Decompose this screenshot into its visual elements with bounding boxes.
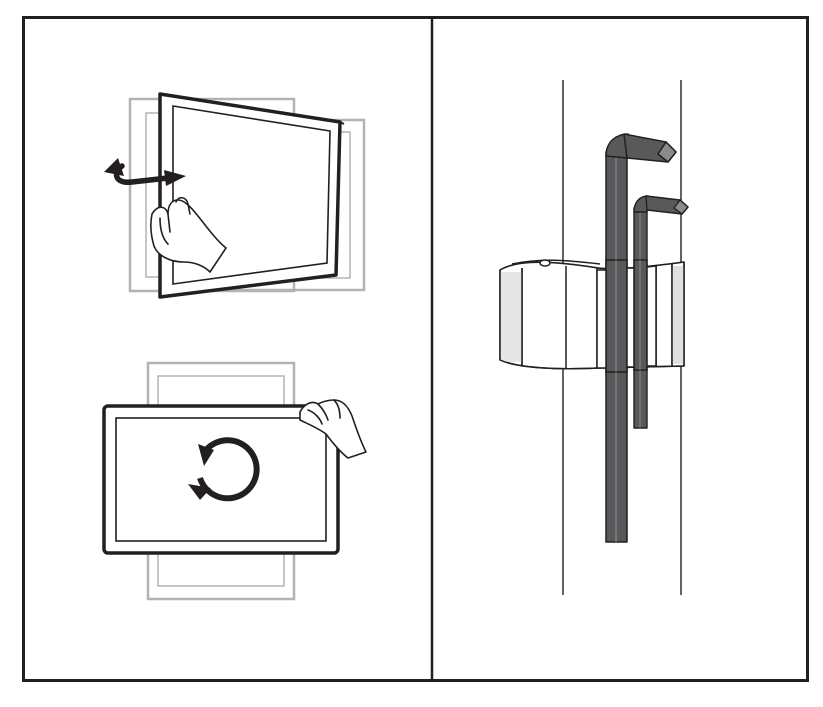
- hand-icon: [150, 196, 227, 273]
- rotate-monitor-illustration: [102, 361, 367, 601]
- right-panel: [499, 80, 689, 595]
- swivel-arrow-icon: [104, 158, 186, 186]
- clamp-front-band: [596, 265, 657, 369]
- monitor-landscape: [102, 404, 340, 555]
- monitor-front: [158, 92, 345, 299]
- rotate-icon: [188, 437, 260, 502]
- hand-icon: [299, 399, 367, 459]
- figure-frame: [22, 16, 809, 682]
- swivel-monitor-illustration: [104, 92, 366, 299]
- left-panel: [102, 92, 367, 601]
